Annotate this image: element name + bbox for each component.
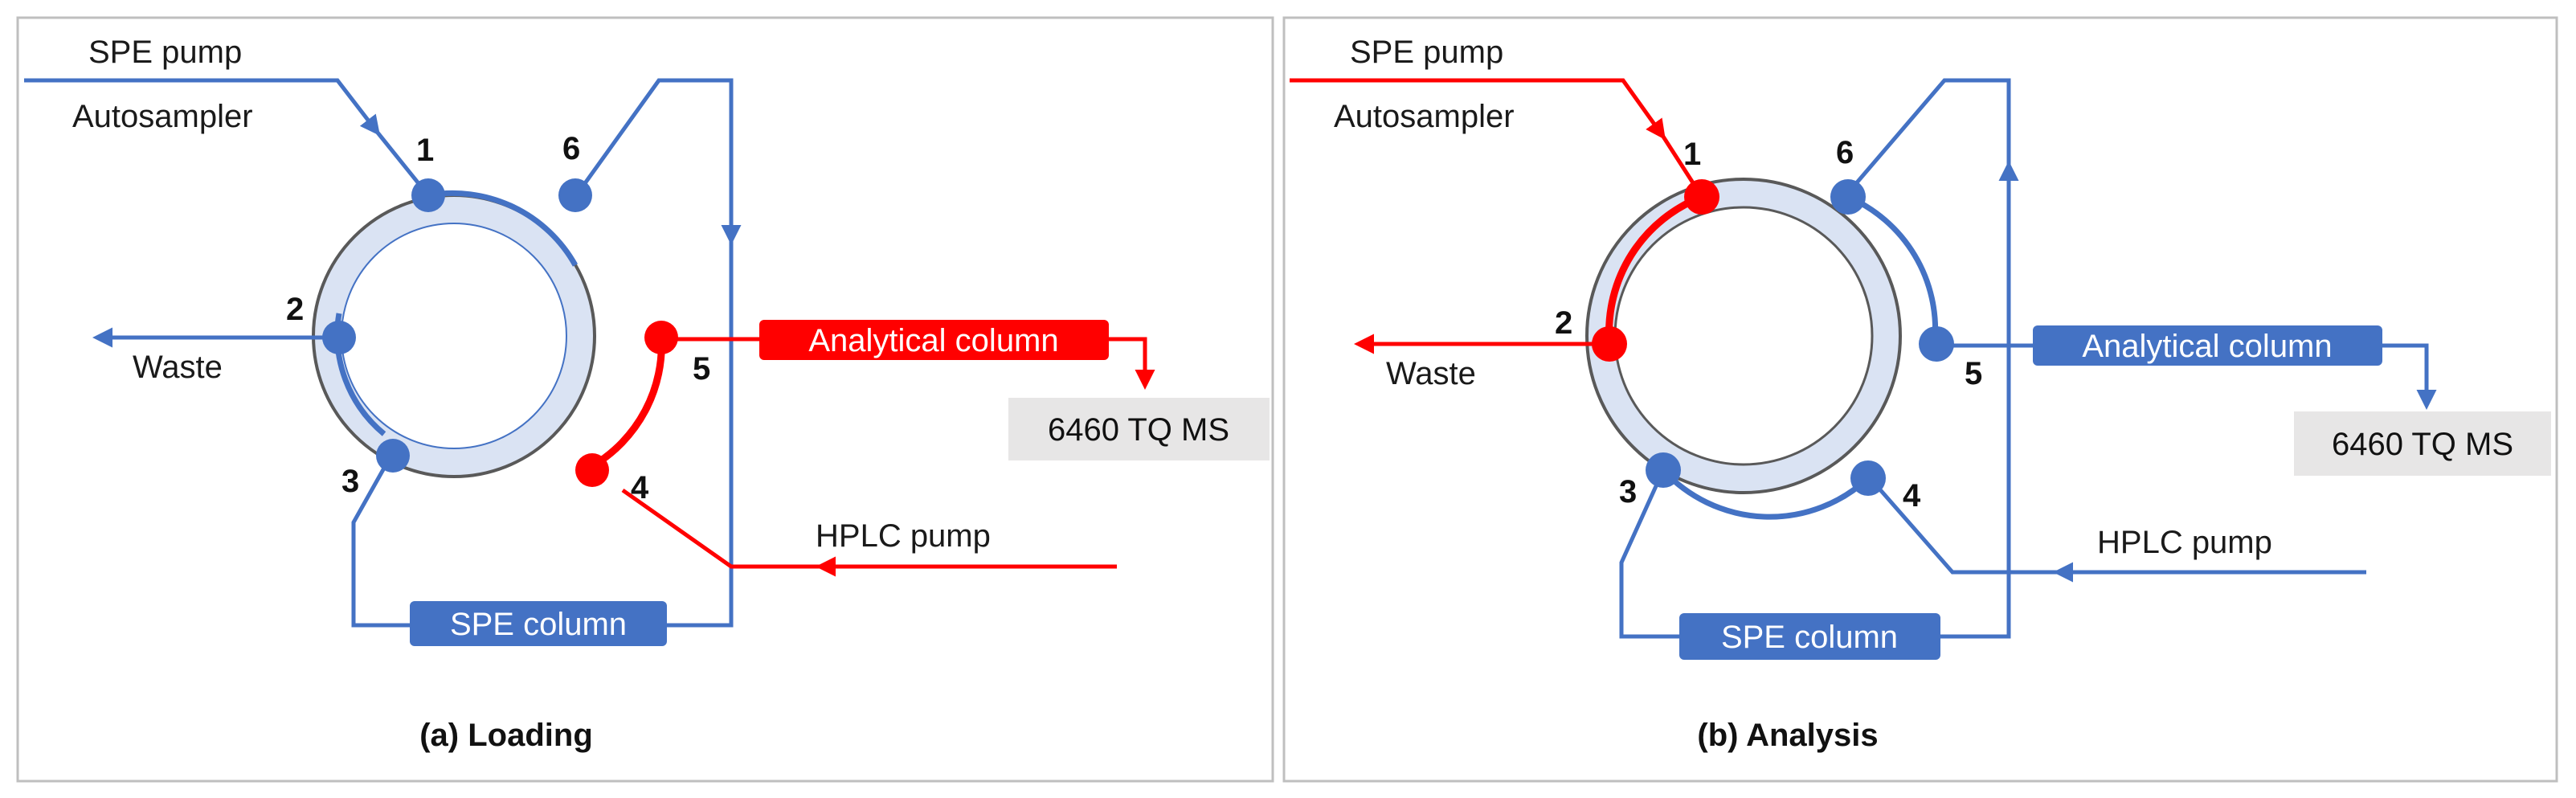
port-number: 5 [693,351,710,387]
to-ms-line [1109,337,1155,390]
port-number: 3 [341,464,359,499]
ms-box [2294,411,2551,476]
panel-loading: 1 2 3 4 5 6 SPE pump Autosampler Waste H… [16,16,1274,783]
panel-caption: (b) Analysis [1697,718,1878,753]
inlet-line [24,78,381,136]
port-2 [322,321,356,354]
spe-column-left-line [1619,469,1679,639]
spe-column-label: SPE column [1721,620,1898,655]
port-number: 3 [1619,474,1637,509]
channel-1-6 [427,190,579,267]
inlet-line [1290,78,1666,141]
channel-3-4 [1661,468,1871,520]
spe-column-right-line [1846,78,2011,639]
port-number: 2 [286,292,304,327]
port-5 [644,321,678,354]
spe-pump-label: SPE pump [1350,35,1503,70]
port-4 [575,453,609,487]
analytical-column-box [2033,325,2382,366]
port-5 [1919,326,1954,362]
ms-label: 6460 TQ MS [2332,427,2513,462]
port-3 [1646,452,1681,488]
port-1 [1684,179,1719,215]
autosampler-label: Autosampler [1334,99,1515,134]
port-number: 5 [1965,356,1982,391]
waste-label: Waste [133,350,223,385]
port-4 [1850,460,1886,496]
panel-analysis: 1 2 3 4 5 6 SPE pump Autosampler Waste H… [1282,16,2558,783]
valve-rotor [1585,178,1902,494]
channel-1-2 [1605,193,1703,342]
hplc-pump-label: HPLC pump [816,518,991,554]
port-number: 6 [1836,135,1854,170]
port-6 [1830,179,1866,215]
port-2 [1592,326,1627,362]
spe-column-box [1679,613,1940,660]
hplc-line [621,488,1117,569]
port-number: 4 [631,470,649,505]
ms-box [1008,398,1270,460]
valve-rotor [312,194,596,478]
spe-column-left-line [351,456,410,628]
port-1 [411,178,445,212]
autosampler-label: Autosampler [72,99,253,134]
analytical-column-label: Analytical column [808,323,1058,358]
hplc-line [1871,479,2366,575]
spe-column-box [410,601,667,646]
waste-label: Waste [1386,356,1476,391]
hplc-pump-label: HPLC pump [2097,525,2272,560]
port-number: 1 [1683,137,1701,172]
channel-5-4 [590,335,665,469]
port-number: 4 [1903,478,1921,514]
channel-6-5 [1846,194,1939,342]
ms-label: 6460 TQ MS [1048,412,1229,448]
spe-column-label: SPE column [450,607,627,642]
to-ms-line [2382,343,2437,410]
analytical-column-label: Analytical column [2082,329,2332,364]
port-6 [558,178,592,212]
spe-column-right-line [574,78,734,628]
port-number: 2 [1555,305,1572,341]
port-number: 1 [416,133,434,168]
panel-caption: (a) Loading [419,718,593,753]
port-3 [376,439,410,473]
analytical-column-box [759,320,1109,360]
port-number: 6 [562,131,580,166]
spe-pump-label: SPE pump [88,35,242,70]
